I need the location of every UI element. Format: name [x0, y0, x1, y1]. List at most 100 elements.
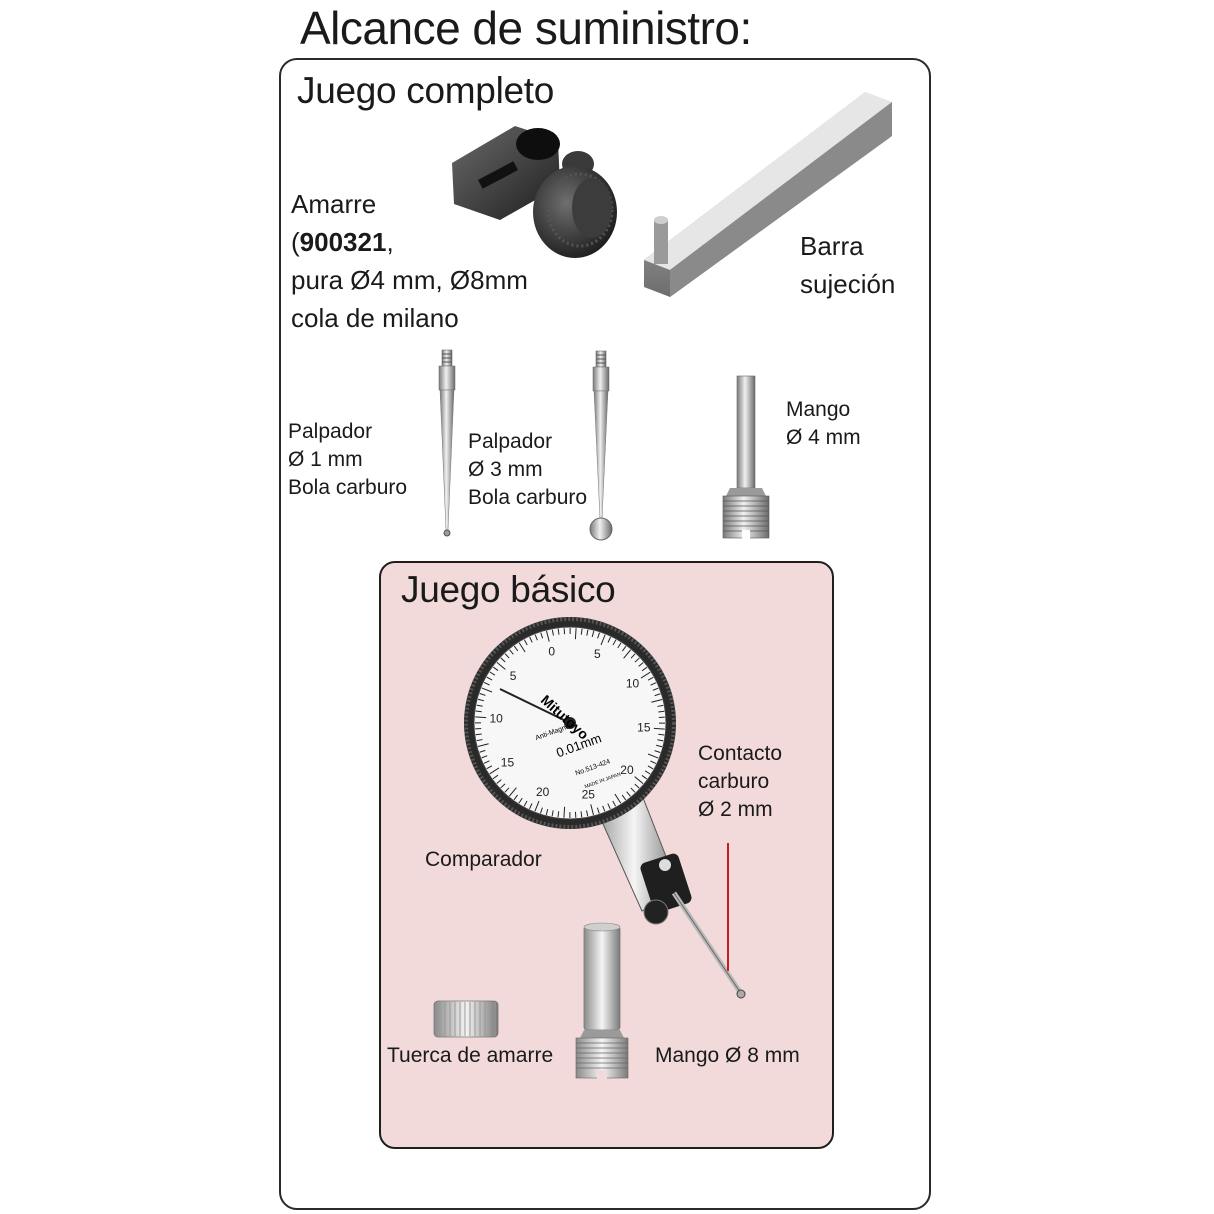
dial-tick [586, 810, 589, 817]
probe-1mm-line2: Ø 1 mm [288, 448, 363, 471]
comparator-label: Comparador [425, 848, 542, 871]
shank-4mm-label: Mango Ø 4 mm [786, 396, 861, 452]
dial-tick [638, 662, 644, 667]
dial-tick [486, 765, 493, 770]
shank-4mm-image [722, 375, 770, 540]
dial-tick [658, 733, 665, 736]
dial-tick [504, 787, 510, 793]
dial-scale-number: 15 [637, 721, 651, 735]
dial-tick [580, 811, 583, 818]
dial-tick [657, 739, 664, 742]
dial-tick [597, 632, 600, 639]
dial-scale-number: 10 [489, 711, 503, 725]
probe-1mm-label: Palpador Ø 1 mm Bola carburo [288, 418, 407, 502]
dial-tick [630, 653, 636, 659]
dial-tick [647, 676, 654, 681]
dial-tick [641, 666, 648, 672]
dial-tick [650, 760, 657, 765]
dial-tick [650, 682, 657, 686]
clamp-label-line3: pura Ø4 mm, Ø8mm [291, 265, 528, 295]
bar-label: Barra sujeción [800, 227, 895, 303]
dial-indicator-image: Mitutoyo Anti-Magnetic 0.01mm No.513-424… [464, 617, 746, 999]
dial-tick [545, 809, 549, 816]
contact-line1: Contacto [698, 742, 783, 765]
probe-1mm-line3: Bola carburo [288, 476, 408, 499]
contact-label: Contacto carburo Ø 2 mm [698, 740, 782, 824]
clamp-image [452, 126, 617, 258]
page-title: Alcance de suministro: [300, 2, 752, 54]
dial-tick [622, 645, 627, 652]
dial-tick [489, 671, 496, 676]
dial-tick [557, 628, 560, 635]
probe-3mm-line1: Palpador [468, 430, 553, 453]
dial-scale-number: 20 [620, 763, 634, 777]
dial-tick [596, 807, 600, 814]
dial-tick [574, 628, 577, 640]
shank-8mm-label: Mango Ø 8 mm [655, 1044, 800, 1067]
dial-tick [602, 805, 606, 812]
dial-tick [534, 634, 538, 641]
dial-tick [563, 806, 566, 818]
clamp-label-line2: (900321, [291, 223, 528, 261]
dial-tick [513, 794, 518, 801]
dial-tick [546, 630, 550, 642]
dial-tick [481, 755, 488, 759]
dial-tick [508, 787, 517, 797]
dial-scale-number: 15 [501, 756, 515, 770]
dial-tick [634, 657, 640, 663]
dial-tick [654, 693, 661, 697]
dial-scale-number: 0 [548, 644, 555, 658]
bar-label-line2: sujeción [800, 269, 896, 299]
clamp-comma: , [386, 227, 394, 257]
dial-tick [496, 779, 502, 784]
dial-tick [654, 750, 661, 753]
dial-tick [483, 760, 490, 764]
dial-tick [477, 743, 489, 747]
dial-tick [651, 699, 663, 703]
dial-tick [492, 774, 499, 780]
dial-tick [483, 681, 490, 686]
dial-tick [591, 630, 595, 637]
dial-tick [647, 753, 659, 759]
dial-tick [475, 733, 482, 736]
probe-1mm-line1: Palpador [288, 420, 373, 443]
dial-tick [540, 632, 544, 639]
dial-tick [513, 645, 519, 652]
dial-tick [534, 800, 540, 812]
dial-tick [623, 649, 632, 659]
bar-image [644, 92, 892, 297]
bar-label-line1: Barra [800, 231, 864, 261]
dial-tick [612, 800, 617, 807]
dial-tick [528, 803, 533, 810]
dial-tick [607, 636, 612, 643]
dial-tick [653, 727, 665, 730]
dial-tick [586, 629, 589, 636]
dial-tick [540, 807, 543, 814]
dial-tick [656, 744, 663, 748]
dial-tick [621, 794, 627, 801]
dial-tick [607, 803, 611, 810]
dial-tick [504, 653, 510, 659]
clamp-label: Amarre (900321, pura Ø4 mm, Ø8mm cola de… [291, 185, 528, 337]
shank-4mm-line2: Ø 4 mm [786, 426, 861, 449]
dial-scale-number: 20 [536, 785, 550, 799]
dial-tick [600, 634, 606, 646]
dial-tick [644, 770, 651, 775]
clamp-code: 900321 [299, 227, 387, 257]
dial-tick [476, 739, 483, 742]
dial-tick [614, 793, 622, 804]
dial-tick [551, 810, 554, 817]
shank-4mm-line1: Mango [786, 398, 851, 421]
dial-tick [626, 791, 631, 797]
shank-8mm-image [575, 922, 629, 1080]
basic-set-title: Juego básico [401, 569, 616, 610]
clamp-paren: ( [291, 227, 300, 257]
dial-tick [523, 800, 528, 807]
dial-tick [634, 776, 644, 785]
dial-tick [557, 811, 560, 818]
dial-tick [657, 704, 664, 707]
dial-tick [500, 657, 506, 663]
dial-tick [477, 698, 484, 702]
dial-tick [518, 797, 523, 804]
dial-tick [630, 787, 636, 793]
